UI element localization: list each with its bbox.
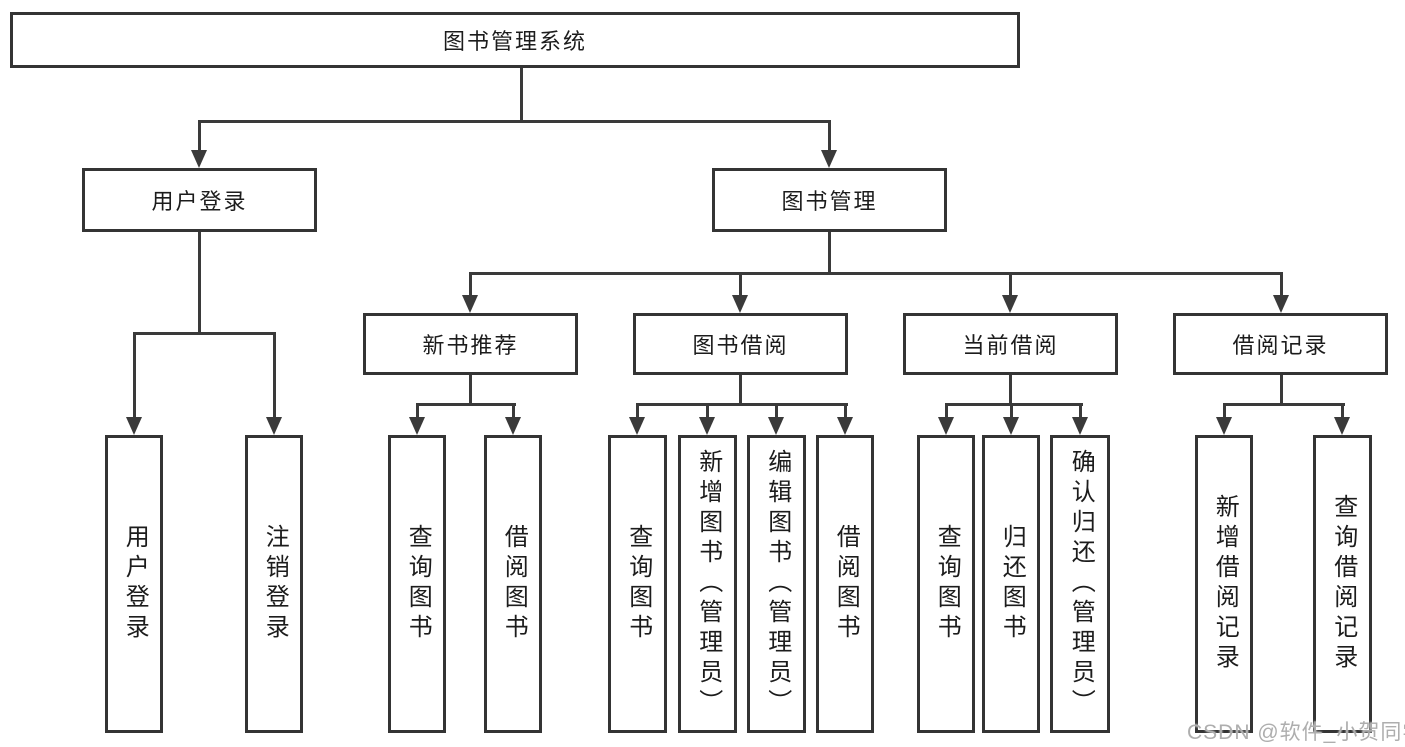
connector-line bbox=[706, 403, 709, 421]
leaf-query-books-recommend: 查询图书 bbox=[388, 435, 446, 733]
arrowhead-icon bbox=[629, 417, 645, 435]
leaf-label: 用户登录 bbox=[121, 524, 149, 644]
arrowhead-icon bbox=[1273, 295, 1289, 313]
connector-line bbox=[1223, 403, 1345, 406]
connector-line bbox=[739, 373, 742, 405]
connector-line bbox=[469, 272, 472, 298]
leaf-confirm-return-admin: 确认归还（管理员） bbox=[1050, 435, 1110, 733]
leaf-borrow-books-recommend: 借阅图书 bbox=[484, 435, 542, 733]
arrowhead-icon bbox=[1334, 417, 1350, 435]
connector-line bbox=[844, 403, 847, 421]
connector-line bbox=[133, 332, 136, 419]
connector-line bbox=[416, 403, 516, 406]
arrowhead-icon bbox=[1072, 417, 1088, 435]
connector-line bbox=[133, 332, 276, 335]
connector-line bbox=[945, 403, 948, 421]
connector-line bbox=[1009, 373, 1012, 405]
connector-line bbox=[198, 120, 831, 123]
leaf-label: 注销登录 bbox=[261, 524, 289, 644]
leaf-label: 新增借阅记录 bbox=[1211, 494, 1239, 674]
connector-line bbox=[1341, 403, 1344, 421]
leaf-label: 查询图书 bbox=[404, 524, 432, 644]
connector-line bbox=[416, 403, 419, 421]
connector-line bbox=[520, 68, 523, 122]
arrowhead-icon bbox=[768, 417, 784, 435]
node-new-book-recommendation: 新书推荐 bbox=[363, 313, 578, 375]
leaf-label: 借阅图书 bbox=[832, 524, 860, 644]
connector-line bbox=[636, 403, 848, 406]
arrowhead-icon bbox=[1216, 417, 1232, 435]
arrowhead-icon bbox=[1002, 295, 1018, 313]
connector-line bbox=[828, 230, 831, 274]
node-book-borrowing: 图书借阅 bbox=[633, 313, 848, 375]
leaf-query-books-borrow: 查询图书 bbox=[608, 435, 667, 733]
connector-line bbox=[198, 120, 201, 154]
arrowhead-icon bbox=[191, 150, 207, 168]
connector-line bbox=[469, 373, 472, 405]
arrowhead-icon bbox=[409, 417, 425, 435]
connector-line bbox=[198, 230, 201, 334]
leaf-query-books-current: 查询图书 bbox=[917, 435, 975, 733]
leaf-label: 借阅图书 bbox=[500, 524, 528, 644]
leaf-label: 编辑图书（管理员） bbox=[763, 449, 791, 719]
connector-line bbox=[775, 403, 778, 421]
leaf-logout: 注销登录 bbox=[245, 435, 303, 733]
arrowhead-icon bbox=[126, 417, 142, 435]
node-current-borrowing: 当前借阅 bbox=[903, 313, 1118, 375]
connector-line bbox=[1079, 403, 1082, 421]
connector-line bbox=[469, 272, 1283, 275]
arrowhead-icon bbox=[1003, 417, 1019, 435]
connector-line bbox=[512, 403, 515, 421]
connector-line bbox=[636, 403, 639, 421]
leaf-user-login: 用户登录 bbox=[105, 435, 163, 733]
connector-line bbox=[1010, 403, 1013, 421]
connector-line bbox=[1280, 272, 1283, 298]
leaf-label: 归还图书 bbox=[998, 524, 1026, 644]
connector-line bbox=[273, 332, 276, 419]
leaf-add-book-admin: 新增图书（管理员） bbox=[678, 435, 737, 733]
arrowhead-icon bbox=[505, 417, 521, 435]
arrowhead-icon bbox=[821, 150, 837, 168]
leaf-label: 查询图书 bbox=[933, 524, 961, 644]
leaf-query-borrow-record: 查询借阅记录 bbox=[1313, 435, 1372, 733]
node-borrowing-records: 借阅记录 bbox=[1173, 313, 1388, 375]
connector-line bbox=[1009, 272, 1012, 298]
connector-line bbox=[1280, 373, 1283, 405]
csdn-watermark: CSDN @软件_小贺同学 bbox=[1187, 721, 1405, 744]
leaf-edit-book-admin: 编辑图书（管理员） bbox=[747, 435, 806, 733]
node-library-management-system: 图书管理系统 bbox=[10, 12, 1020, 68]
leaf-add-borrow-record: 新增借阅记录 bbox=[1195, 435, 1253, 733]
leaf-label: 查询图书 bbox=[624, 524, 652, 644]
connector-line bbox=[945, 403, 1083, 406]
leaf-return-books: 归还图书 bbox=[982, 435, 1040, 733]
arrowhead-icon bbox=[266, 417, 282, 435]
connector-line bbox=[1223, 403, 1226, 421]
arrowhead-icon bbox=[732, 295, 748, 313]
arrowhead-icon bbox=[837, 417, 853, 435]
arrowhead-icon bbox=[462, 295, 478, 313]
connector-line bbox=[739, 272, 742, 298]
connector-line bbox=[828, 120, 831, 154]
leaf-label: 新增图书（管理员） bbox=[694, 449, 722, 719]
leaf-borrow-books-borrow: 借阅图书 bbox=[816, 435, 874, 733]
arrowhead-icon bbox=[938, 417, 954, 435]
node-user-login: 用户登录 bbox=[82, 168, 317, 232]
arrowhead-icon bbox=[699, 417, 715, 435]
leaf-label: 查询借阅记录 bbox=[1329, 494, 1357, 674]
node-book-management: 图书管理 bbox=[712, 168, 947, 232]
leaf-label: 确认归还（管理员） bbox=[1067, 449, 1095, 719]
